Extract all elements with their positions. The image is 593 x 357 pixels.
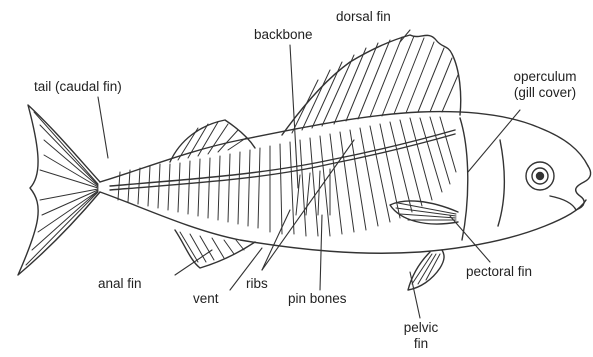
label-ribs: ribs bbox=[246, 276, 268, 292]
label-vent: vent bbox=[193, 291, 219, 307]
label-pin-bones: pin bones bbox=[288, 291, 347, 307]
label-dorsal-fin: dorsal fin bbox=[336, 9, 391, 25]
leader-ribs-1 bbox=[262, 210, 290, 270]
operculum-curve bbox=[460, 118, 468, 240]
label-backbone: backbone bbox=[254, 27, 313, 43]
label-pelvic-line1: pelvic bbox=[391, 320, 451, 336]
label-pectoral-fin: pectoral fin bbox=[466, 264, 532, 280]
leader-pin bbox=[320, 215, 322, 290]
label-pelvic-fin: pelvic fin bbox=[391, 320, 451, 352]
fish-eye-pupil bbox=[537, 173, 544, 180]
label-operculum-line1: operculum bbox=[500, 69, 590, 85]
tail-fin-rays bbox=[26, 112, 98, 265]
tail-fin-outline bbox=[18, 105, 100, 275]
leader-tail bbox=[98, 97, 108, 158]
leader-operculum bbox=[468, 110, 520, 172]
fish-body-outline-top bbox=[100, 112, 588, 182]
leader-lines bbox=[98, 30, 520, 318]
dorsal-fin-spines bbox=[292, 36, 458, 133]
label-tail: tail (caudal fin) bbox=[34, 79, 122, 95]
fish-body-outline-bottom bbox=[100, 192, 586, 253]
fish-lower-jaw bbox=[550, 196, 576, 210]
label-pelvic-line2: fin bbox=[391, 336, 451, 352]
label-operculum-line2: (gill cover) bbox=[500, 85, 590, 101]
operculum-inner bbox=[498, 140, 504, 226]
label-anal-fin: anal fin bbox=[98, 276, 142, 292]
label-operculum: operculum (gill cover) bbox=[500, 69, 590, 101]
leader-ribs-2 bbox=[262, 140, 354, 270]
leader-pectoral bbox=[450, 216, 490, 262]
